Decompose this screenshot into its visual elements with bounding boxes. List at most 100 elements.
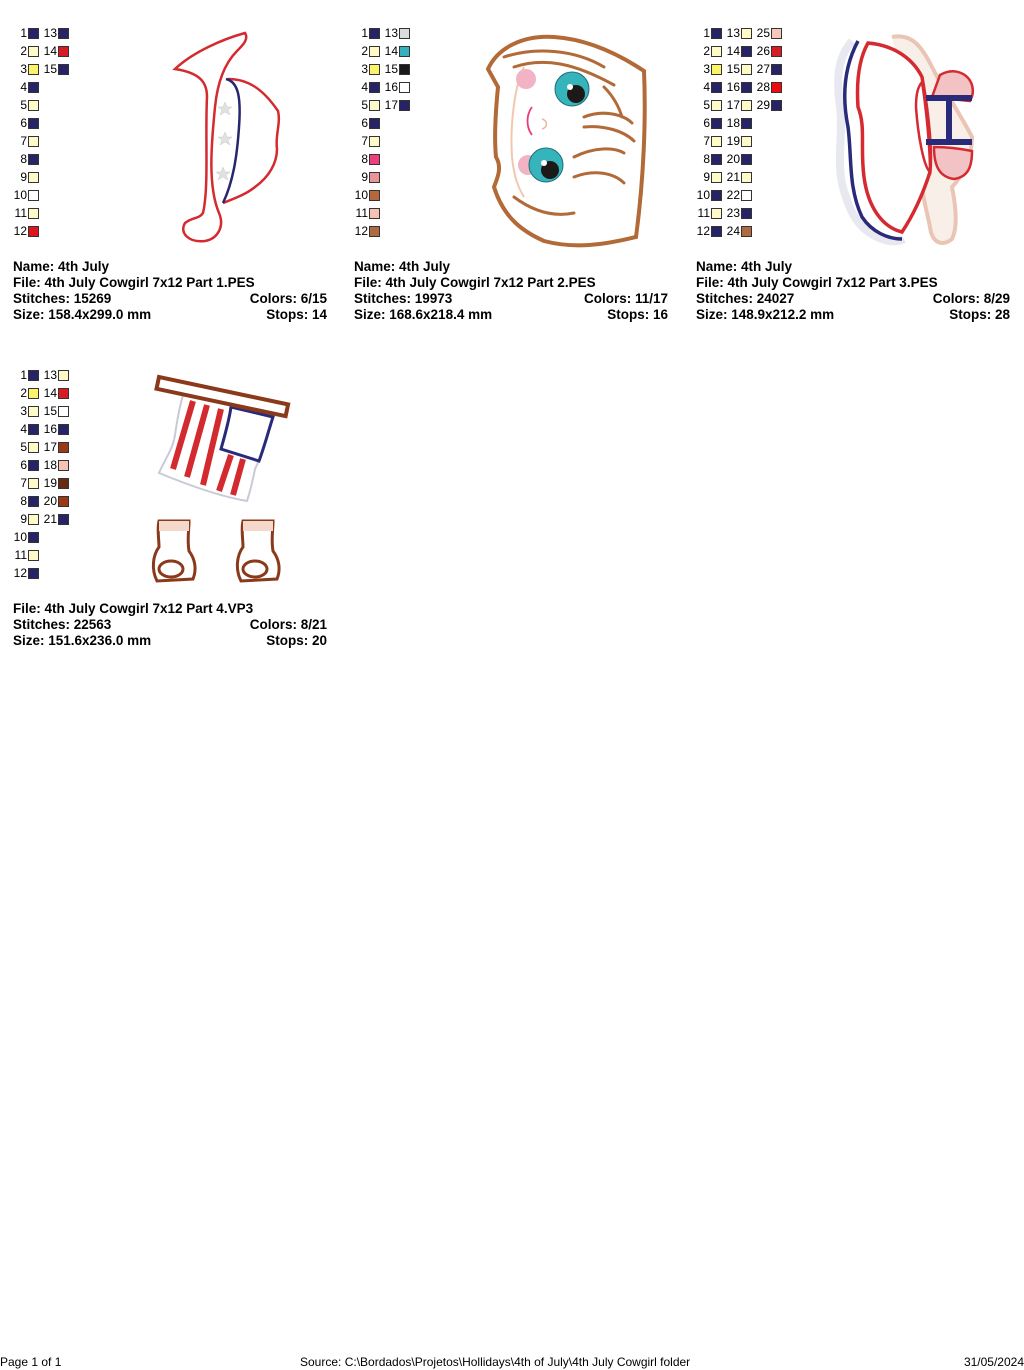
color-number: 15 xyxy=(384,62,398,76)
color-swatch-row: 26 xyxy=(756,45,782,57)
color-swatch-row: 4 xyxy=(13,423,39,435)
color-swatch-row: 8 xyxy=(696,153,722,165)
color-swatch xyxy=(369,207,380,219)
color-swatch-row: 1 xyxy=(696,27,722,39)
color-number: 17 xyxy=(726,98,740,112)
color-swatch xyxy=(369,171,380,183)
color-swatch-row: 17 xyxy=(726,99,752,111)
color-number: 7 xyxy=(20,476,27,490)
color-swatch xyxy=(771,27,782,39)
color-swatch-row: 7 xyxy=(13,135,39,147)
color-number: 8 xyxy=(20,494,27,508)
color-number: 23 xyxy=(726,206,740,220)
color-swatch xyxy=(58,45,69,57)
design-colors: Colors: 6/15 xyxy=(249,291,327,306)
color-swatch-row: 5 xyxy=(13,441,39,453)
design-size: Size: 151.6x236.0 mm xyxy=(13,633,152,648)
color-number: 24 xyxy=(726,224,740,238)
color-swatch xyxy=(369,27,380,39)
design-colors: Colors: 11/17 xyxy=(583,291,668,306)
footer-source-path: Source: C:\Bordados\Projetos\Hollidays\4… xyxy=(300,1355,691,1369)
color-swatch xyxy=(711,171,722,183)
color-swatch xyxy=(369,189,380,201)
color-swatch-row: 11 xyxy=(354,207,380,219)
color-number: 11 xyxy=(355,206,368,220)
color-swatch-row: 12 xyxy=(354,225,380,237)
color-swatch xyxy=(369,99,380,111)
color-number: 6 xyxy=(703,116,710,130)
color-swatch xyxy=(28,171,39,183)
color-number: 1 xyxy=(20,26,27,40)
color-swatch-row: 16 xyxy=(384,81,410,93)
color-swatch xyxy=(28,81,39,93)
color-swatch-row: 13 xyxy=(726,27,752,39)
color-swatch xyxy=(28,117,39,129)
color-swatch xyxy=(369,45,380,57)
design-file: File: 4th July Cowgirl 7x12 Part 3.PES xyxy=(696,275,938,290)
design-colors: Colors: 8/21 xyxy=(249,617,327,632)
color-number: 21 xyxy=(726,170,740,184)
color-swatch xyxy=(741,207,752,219)
color-number: 1 xyxy=(20,368,27,382)
color-number: 8 xyxy=(703,152,710,166)
color-swatch xyxy=(28,99,39,111)
color-number: 16 xyxy=(43,422,57,436)
color-swatch xyxy=(58,477,69,489)
color-swatch-row: 4 xyxy=(696,81,722,93)
color-number: 14 xyxy=(43,386,57,400)
color-swatch xyxy=(711,189,722,201)
color-swatch xyxy=(741,171,752,183)
color-swatch-row: 9 xyxy=(696,171,722,183)
color-swatch xyxy=(369,225,380,237)
color-swatch-row: 7 xyxy=(696,135,722,147)
color-swatch-row: 15 xyxy=(384,63,410,75)
color-swatch-row: 21 xyxy=(43,513,69,525)
color-swatch xyxy=(28,477,39,489)
color-swatch xyxy=(28,441,39,453)
color-number: 20 xyxy=(43,494,57,508)
color-swatch-row: 5 xyxy=(13,99,39,111)
color-number: 16 xyxy=(384,80,398,94)
color-swatch-row: 10 xyxy=(13,189,39,201)
color-swatch xyxy=(58,387,69,399)
color-swatch xyxy=(369,63,380,75)
color-swatch xyxy=(711,135,722,147)
color-swatch-row: 3 xyxy=(354,63,380,75)
color-swatch xyxy=(58,441,69,453)
color-number: 5 xyxy=(703,98,710,112)
color-swatch-row: 1 xyxy=(13,27,39,39)
color-number: 4 xyxy=(361,80,368,94)
color-swatch xyxy=(711,153,722,165)
color-swatch-row: 10 xyxy=(696,189,722,201)
color-number: 5 xyxy=(20,440,27,454)
color-number: 4 xyxy=(703,80,710,94)
color-number: 4 xyxy=(20,422,27,436)
color-number: 12 xyxy=(696,224,710,238)
color-swatch-row: 3 xyxy=(13,405,39,417)
color-swatch xyxy=(771,63,782,75)
color-swatch-row: 10 xyxy=(354,189,380,201)
color-number: 14 xyxy=(384,44,398,58)
color-swatch-row: 11 xyxy=(13,207,39,219)
color-swatch-row: 20 xyxy=(43,495,69,507)
color-swatch xyxy=(399,63,410,75)
color-number: 12 xyxy=(354,224,368,238)
color-number: 14 xyxy=(43,44,57,58)
color-swatch-row: 29 xyxy=(756,99,782,111)
color-swatch xyxy=(28,225,39,237)
color-number: 19 xyxy=(726,134,740,148)
design-stitches: Stitches: 19973 xyxy=(354,291,453,306)
color-number: 7 xyxy=(361,134,368,148)
color-number: 10 xyxy=(696,188,710,202)
design-stops: Stops: 14 xyxy=(266,307,327,322)
color-swatch-row: 9 xyxy=(13,171,39,183)
design-stops: Stops: 16 xyxy=(607,307,668,322)
design-file: File: 4th July Cowgirl 7x12 Part 1.PES xyxy=(13,275,255,290)
color-swatch xyxy=(741,135,752,147)
color-swatch xyxy=(711,99,722,111)
color-swatch-row: 25 xyxy=(756,27,782,39)
color-number: 20 xyxy=(726,152,740,166)
design-size: Size: 158.4x299.0 mm xyxy=(13,307,152,322)
color-number: 15 xyxy=(43,404,57,418)
color-number: 11 xyxy=(697,206,710,220)
